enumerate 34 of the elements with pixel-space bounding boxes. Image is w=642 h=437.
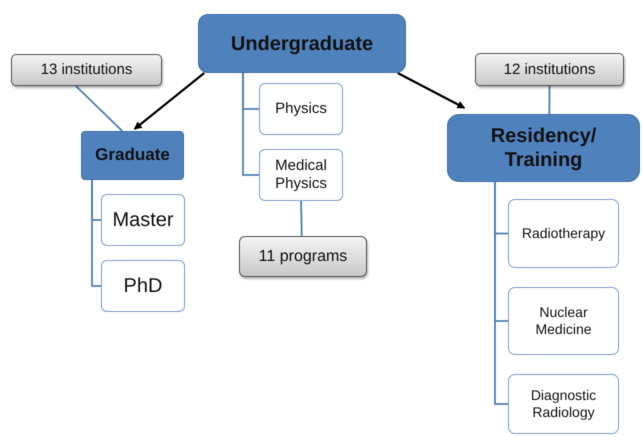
connector-line xyxy=(300,200,303,236)
node-label: Master xyxy=(112,208,174,232)
node-label: Nuclear Medicine xyxy=(534,304,593,338)
node-label: Medical Physics xyxy=(274,157,328,193)
node-label: Graduate xyxy=(95,145,170,166)
node-label: 13 institutions xyxy=(40,61,132,79)
program-box xyxy=(508,199,619,268)
node-label: Residency/ Training xyxy=(490,124,598,172)
arrow xyxy=(134,72,205,130)
node-label: Undergraduate xyxy=(230,32,374,56)
node-label: PhD xyxy=(124,274,162,298)
connector-line xyxy=(494,182,508,405)
category-box xyxy=(81,131,184,180)
node-label: Radiotherapy xyxy=(522,225,606,242)
node-label: 11 programs xyxy=(258,246,348,266)
connector-line xyxy=(75,85,123,132)
connector-line xyxy=(91,180,101,287)
connector-line xyxy=(242,73,259,176)
program-box xyxy=(508,287,619,355)
node-label: Physics xyxy=(275,100,327,118)
category-box xyxy=(447,114,640,182)
count-tag xyxy=(11,54,162,86)
arrow xyxy=(397,72,466,109)
category-box xyxy=(198,14,406,73)
program-box xyxy=(259,83,343,135)
count-tag xyxy=(239,236,367,277)
program-box xyxy=(259,149,343,201)
count-tag xyxy=(475,53,624,86)
program-box xyxy=(508,374,619,434)
program-box xyxy=(101,194,185,246)
program-box xyxy=(101,260,185,312)
node-label: Diagnostic Radiology xyxy=(530,387,598,421)
connector-line xyxy=(548,86,550,114)
node-label: 12 institutions xyxy=(504,60,596,78)
